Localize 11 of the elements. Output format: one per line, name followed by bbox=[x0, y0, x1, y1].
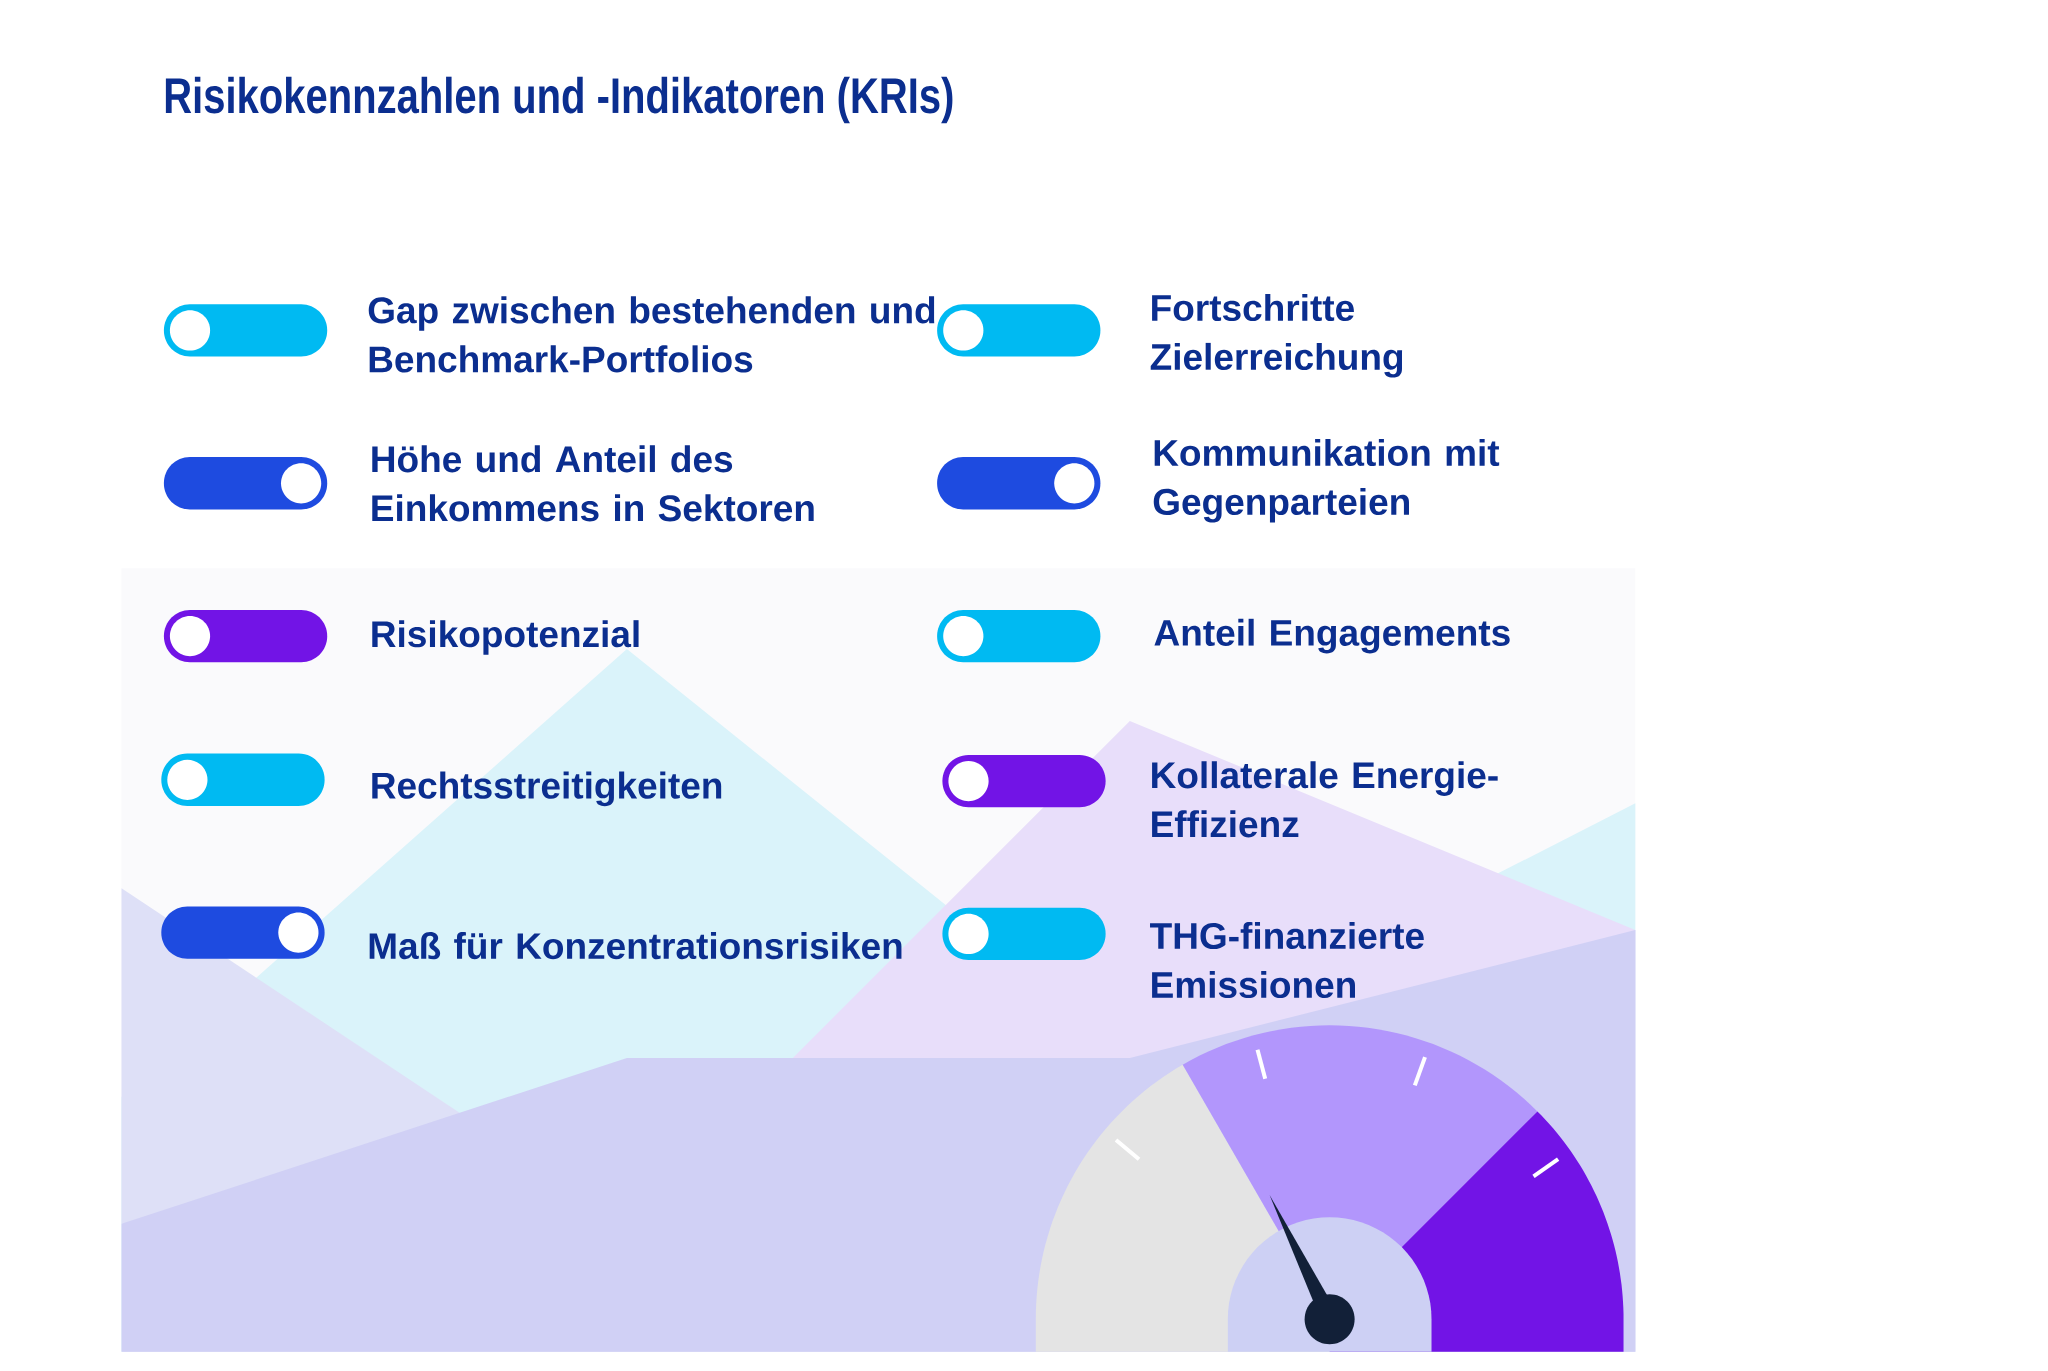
indicator-label: Fortschritte Zielerreichung bbox=[1150, 293, 1403, 378]
indicator-label: Kommunikation mit Gegenparteien bbox=[1153, 438, 1500, 523]
title: Risikokennzahlen und -Indikatoren (KRIs) bbox=[165, 76, 953, 124]
indicator-label: Höhe und Anteil des Einkommens in Sektoren bbox=[372, 445, 814, 522]
indicator-label: Maß für Konzentrationsrisiken bbox=[369, 932, 902, 960]
indicator-label: Rechtsstreitigkeiten bbox=[372, 771, 722, 807]
indicator-label: Kollaterale Energie-Effizienz bbox=[1152, 761, 1498, 838]
indicator-label: Risikopotenzial bbox=[372, 620, 639, 655]
indicator-label: Gap zwischen bestehenden und Benchmark-Portfolios bbox=[368, 296, 935, 373]
indicator-label: THG-finanzierte Emissionen bbox=[1150, 921, 1424, 999]
indicator-label: Anteil Engagements bbox=[1154, 618, 1510, 654]
